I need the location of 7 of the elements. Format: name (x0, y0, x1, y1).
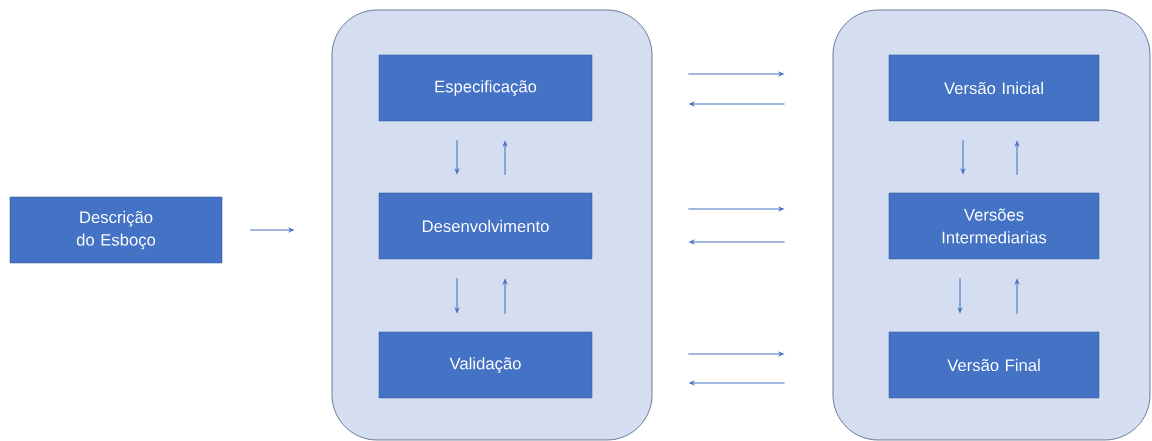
process-box: Validação (378, 331, 593, 399)
process-box: Especificação (378, 54, 593, 122)
process-box: Versões Intermediarias (888, 192, 1100, 260)
process-box: Versão Inicial (888, 54, 1100, 122)
process-box: Versão Final (888, 331, 1100, 399)
process-box: Desenvolvimento (378, 192, 593, 260)
process-box: Descrição do Esboço (9, 196, 223, 264)
